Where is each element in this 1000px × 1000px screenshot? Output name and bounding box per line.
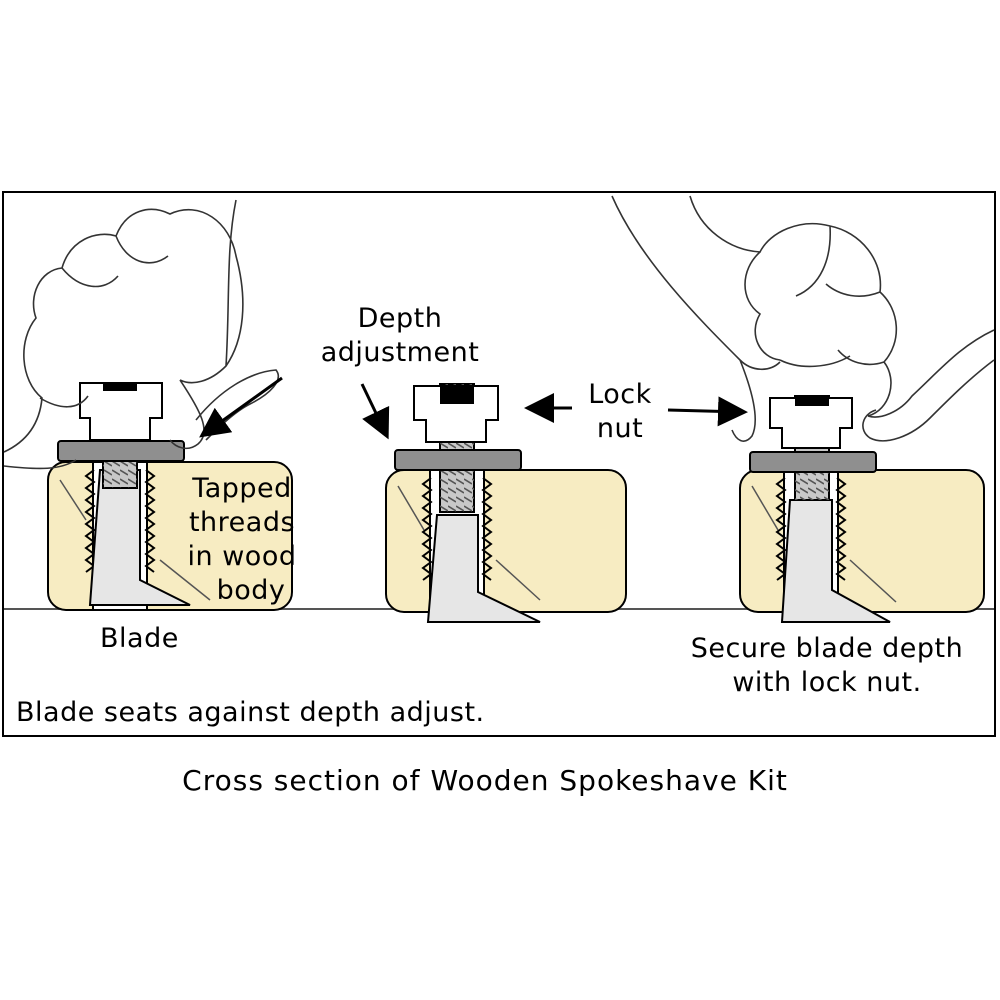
label-lock-line2: nut: [596, 413, 644, 444]
label-blade-seats: Blade seats against depth adjust.: [16, 697, 485, 728]
assembly-middle: [385, 383, 627, 623]
label-tapped-threads: Tapped threads in wood body: [172, 472, 312, 608]
label-secure-blade-depth: Secure blade depth with lock nut.: [660, 632, 994, 700]
adjust-knob-right: [769, 397, 853, 449]
label-depth-line2: adjustment: [320, 337, 480, 368]
blade-middle: [426, 514, 541, 623]
label-tapped-line4: body: [216, 575, 286, 606]
lock-nut-left: [57, 440, 185, 462]
label-tapped-line1: Tapped: [192, 473, 292, 504]
lock-nut-middle: [394, 449, 522, 471]
label-secure-line2: with lock nut.: [732, 667, 922, 698]
label-lock-nut: Lock nut: [570, 378, 670, 446]
label-lock-line1: Lock: [588, 379, 652, 410]
label-blade: Blade: [100, 623, 179, 654]
hand-right: [611, 195, 995, 442]
label-tapped-line2: threads: [188, 507, 296, 538]
diagram-caption: Cross section of Wooden Spokeshave Kit: [182, 764, 788, 797]
wood-body-right: [739, 469, 985, 613]
adjust-knob-middle: [413, 385, 499, 443]
wood-body-middle: [385, 469, 627, 613]
hand-left: [3, 199, 279, 470]
arrow-tapped-threads: [199, 376, 283, 438]
arrow-lock-nut-right: [667, 396, 748, 427]
assembly-left: [3, 199, 293, 611]
diagram-frame: [2, 191, 996, 737]
label-secure-line1: Secure blade depth: [690, 633, 964, 664]
label-tapped-line3: in wood: [187, 541, 297, 572]
label-depth-adjustment: Depth adjustment: [320, 302, 480, 370]
arrow-depth-adjustment: [360, 383, 390, 440]
label-depth-line1: Depth: [357, 303, 443, 334]
lock-nut-right: [749, 451, 877, 473]
assembly-right: [611, 195, 995, 623]
adjust-knob-left: [79, 382, 163, 441]
